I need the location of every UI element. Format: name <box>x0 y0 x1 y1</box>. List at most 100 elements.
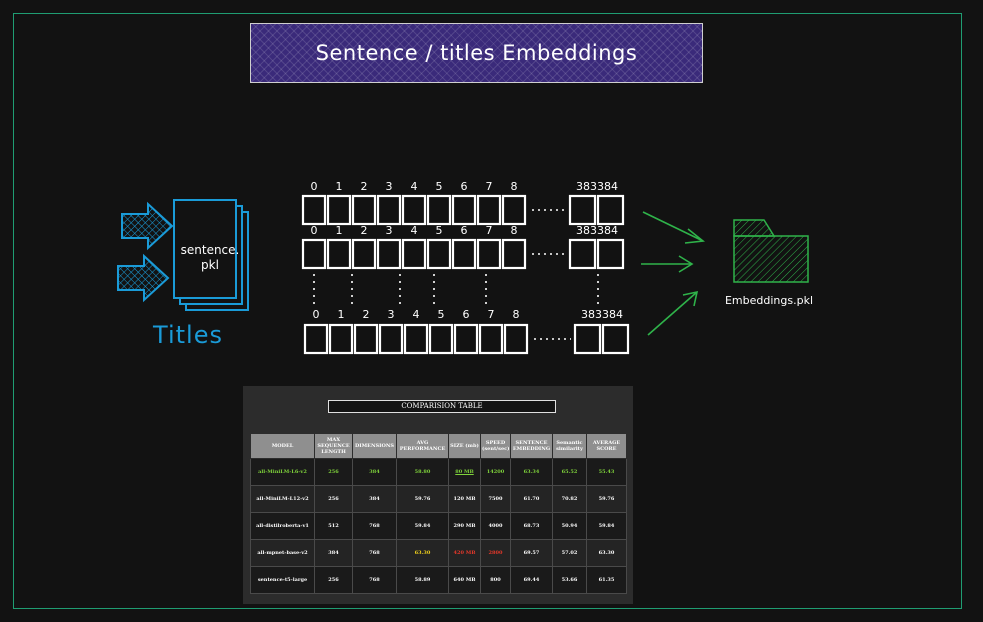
comparison-table-title: COMPARISION TABLE <box>328 400 556 413</box>
table-row: all-MiniLM-L12-v2 256 384 59.76 120 MB 7… <box>250 485 627 513</box>
vector-cell <box>303 323 329 355</box>
table-cell: 14200 <box>480 458 511 486</box>
vector-cell <box>573 323 602 355</box>
arrow-icon <box>647 290 699 336</box>
table-cell: all-distilroberta-v1 <box>250 512 315 540</box>
vector-index-label: 6 <box>463 308 470 321</box>
table-cell: 57.02 <box>552 539 587 567</box>
vector-index-label: 7 <box>486 224 493 237</box>
vector-cell <box>328 323 354 355</box>
vector-index-label: 5 <box>436 224 443 237</box>
column-header: MODEL <box>250 433 315 459</box>
vector-index-label: 3 <box>388 308 395 321</box>
column-header: DIMENSIONS <box>352 433 397 459</box>
table-cell: 70.82 <box>552 485 587 513</box>
vector-cell <box>428 323 454 355</box>
table-cell: 68.73 <box>510 512 553 540</box>
vector-cell <box>376 194 402 226</box>
table-cell: 58.89 <box>396 566 449 594</box>
table-row: all-distilroberta-v1 512 768 59.84 290 M… <box>250 512 627 540</box>
vector-cell <box>601 323 630 355</box>
table-row: sentence-t5-large 256 768 58.89 640 MB 8… <box>250 566 627 594</box>
input-file-label-line1: sentence. <box>181 243 240 257</box>
vector-cell <box>596 194 625 226</box>
table-cell: all-mpnet-base-v2 <box>250 539 315 567</box>
column-header: SPEED (sent/sec) <box>480 433 511 459</box>
arrow-icon <box>642 211 706 244</box>
vector-cell <box>353 323 379 355</box>
table-cell: 53.66 <box>552 566 587 594</box>
table-cell: 59.84 <box>586 512 627 540</box>
vector-cell <box>401 238 427 270</box>
vector-index-label: 4 <box>413 308 420 321</box>
table-cell: 55.43 <box>586 458 627 486</box>
vector-cell <box>326 194 352 226</box>
column-header: MAX SEQUENCE LENGTH <box>314 433 353 459</box>
vector-index-label: 0 <box>311 224 318 237</box>
vector-index-label: 7 <box>488 308 495 321</box>
vector-cell <box>351 194 377 226</box>
vector-cell <box>501 194 527 226</box>
column-header: AVERAGE SCORE <box>586 433 627 459</box>
diagram-title-text: Sentence / titles Embeddings <box>315 41 638 65</box>
comparison-table: MODEL MAX SEQUENCE LENGTH DIMENSIONS AVG… <box>250 433 627 594</box>
vector-cell <box>301 238 327 270</box>
vector-cell <box>503 323 529 355</box>
table-cell: 384 <box>314 539 353 567</box>
vector-index-label: 8 <box>511 180 518 193</box>
input-file-label-line2: pkl <box>201 258 219 272</box>
column-header: AVG PERFORMANCE <box>396 433 449 459</box>
vector-index-label: 2 <box>361 224 368 237</box>
vector-index-label: 8 <box>513 308 520 321</box>
vector-index-label: 2 <box>363 308 370 321</box>
arrow-icon <box>641 255 694 273</box>
table-cell: 768 <box>352 512 397 540</box>
table-cell: 59.76 <box>586 485 627 513</box>
vector-cell <box>451 238 477 270</box>
table-cell: 69.57 <box>510 539 553 567</box>
table-cell: 512 <box>314 512 353 540</box>
table-cell: 61.35 <box>586 566 627 594</box>
table-cell: 63.30 <box>396 539 449 567</box>
vector-last-index-label: 383384 <box>576 224 618 237</box>
table-cell: 63.34 <box>510 458 553 486</box>
table-cell: 120 MB <box>448 485 481 513</box>
vector-cell <box>501 238 527 270</box>
vector-cell <box>478 323 504 355</box>
vector-index-label: 3 <box>386 224 393 237</box>
column-header: SENTENCE EMBEDDING <box>510 433 553 459</box>
vector-cell <box>376 238 402 270</box>
table-cell: 63.30 <box>586 539 627 567</box>
vector-cell <box>403 323 429 355</box>
vector-index-label: 2 <box>361 180 368 193</box>
table-cell: 4000 <box>480 512 511 540</box>
vector-index-label: 1 <box>336 180 343 193</box>
vector-cell <box>476 194 502 226</box>
table-cell: 384 <box>352 458 397 486</box>
table-cell: 256 <box>314 485 353 513</box>
vector-last-index-label: 383384 <box>581 308 623 321</box>
table-cell: 2800 <box>480 539 511 567</box>
arrow-icon <box>117 253 170 303</box>
table-cell: 384 <box>352 485 397 513</box>
column-header: Semantic similarity <box>552 433 587 459</box>
input-caption: Titles <box>152 321 223 349</box>
vector-index-label: 4 <box>411 180 418 193</box>
table-cell: sentence-t5-large <box>250 566 315 594</box>
vector-index-label: 6 <box>461 180 468 193</box>
vector-index-label: 6 <box>461 224 468 237</box>
table-cell: 59.84 <box>396 512 449 540</box>
diagram-title: Sentence / titles Embeddings <box>250 23 703 83</box>
table-row: all-MiniLM-L6-v2 256 384 58.80 80 MB 142… <box>250 458 627 486</box>
table-row: all-mpnet-base-v2 384 768 63.30 420 MB 2… <box>250 539 627 567</box>
table-header-row: MODEL MAX SEQUENCE LENGTH DIMENSIONS AVG… <box>250 433 627 459</box>
folder-icon <box>733 219 809 283</box>
vector-index-label: 4 <box>411 224 418 237</box>
table-cell: 69.44 <box>510 566 553 594</box>
table-cell: 256 <box>314 458 353 486</box>
vector-cell <box>451 194 477 226</box>
